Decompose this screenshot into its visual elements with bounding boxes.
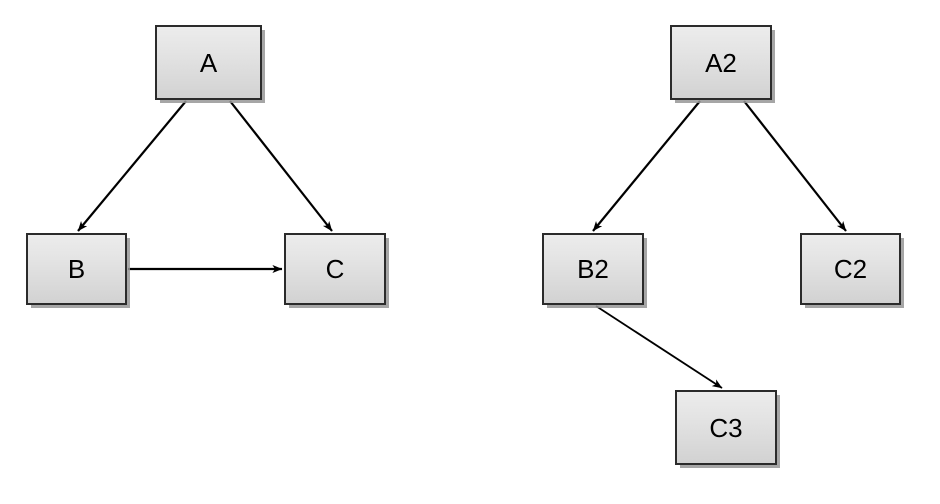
node-b[interactable]: B xyxy=(26,233,127,305)
node-b-label: B xyxy=(67,254,86,284)
node-c3[interactable]: C3 xyxy=(675,390,777,465)
node-c[interactable]: C xyxy=(284,233,386,305)
node-c2-label: C2 xyxy=(833,254,868,284)
edge-b2-c3 xyxy=(595,305,723,389)
node-a-label: A xyxy=(199,47,218,78)
node-a2[interactable]: A2 xyxy=(670,25,772,100)
node-a[interactable]: A xyxy=(155,25,262,100)
node-a2-label: A2 xyxy=(705,47,737,78)
node-c2[interactable]: C2 xyxy=(800,233,901,305)
edge-a2-c2 xyxy=(743,100,847,232)
node-c-label: C xyxy=(325,254,345,284)
node-b2-label: B2 xyxy=(577,254,609,284)
node-b2[interactable]: B2 xyxy=(542,233,644,305)
node-c3-label: C3 xyxy=(709,412,743,443)
edge-a2-b2 xyxy=(592,100,701,232)
